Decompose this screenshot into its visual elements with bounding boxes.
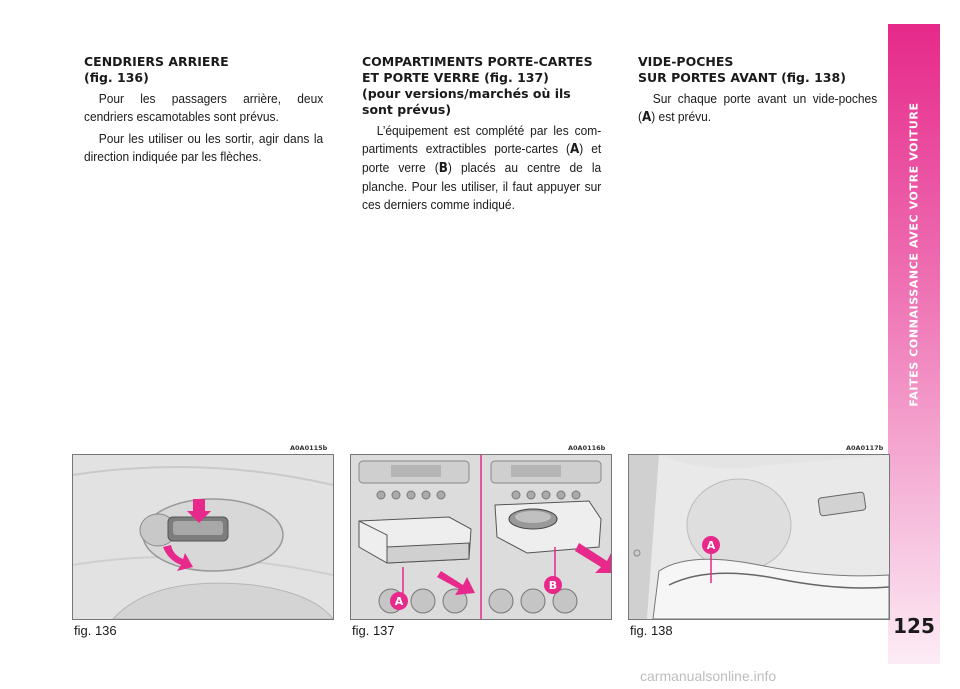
paragraph: Sur chaque porte avant un vide-poches (A… xyxy=(638,90,877,127)
section-map-cup-holders: COMPARTIMENTS PORTE-CARTES ET PORTE VERR… xyxy=(362,54,602,214)
heading-paren: ( xyxy=(84,70,90,85)
heading-line: SUR PORTES AVANT xyxy=(638,70,777,85)
section-door-pockets: VIDE-POCHES SUR PORTES AVANT (fig. 138) … xyxy=(638,54,878,127)
label-ref: A xyxy=(570,142,580,157)
callout-label-b: B xyxy=(549,579,557,592)
heading-paren: ) xyxy=(143,70,149,85)
section-rear-ashtrays: CENDRIERS ARRIERE (fig. 136) Pour les pa… xyxy=(84,54,324,166)
watermark: carmanualsonline.info xyxy=(640,668,777,684)
heading-line: COMPARTIMENTS PORTE-CARTES xyxy=(362,54,593,69)
text: L’équipement est complété par les com-pa… xyxy=(362,123,602,156)
heading-line: VIDE-POCHES xyxy=(638,54,734,69)
label-ref: B xyxy=(438,161,448,176)
figure-138-door-pocket: A xyxy=(628,454,890,620)
figure-code: A0A0117b xyxy=(846,444,884,452)
paragraph: Pour les passagers arrière, deux cendrie… xyxy=(84,91,324,124)
heading-fig-ref: (fig. 137) xyxy=(484,70,549,85)
text: Sur chaque porte avant un vide-poches ( xyxy=(638,91,878,124)
figure-code: A0A0115b xyxy=(290,444,328,452)
callout-label-a: A xyxy=(395,595,404,608)
section-heading: CENDRIERS ARRIERE (fig. 136) xyxy=(84,54,324,86)
chapter-title-text: FAITES CONNAISSANCE AVEC VOTRE VOITURE xyxy=(907,101,921,407)
figure-code: A0A0116b xyxy=(568,444,606,452)
figure-136-rear-ashtray xyxy=(72,454,334,620)
figure-137-center-console: A B xyxy=(350,454,612,620)
paragraph: L’équipement est complété par les com-pa… xyxy=(362,122,601,214)
page-number: 125 xyxy=(893,614,935,638)
text: ) et porte verre ( xyxy=(362,141,602,175)
text: ) est prévu. xyxy=(651,109,712,124)
text: ) placés au centre de la planche. Pour l… xyxy=(362,160,602,212)
heading-line: ET PORTE VERRE xyxy=(362,70,480,85)
heading-note: (pour versions/marchés où ils sont prévu… xyxy=(362,86,571,117)
chapter-sidebar: FAITES CONNAISSANCE AVEC VOTRE VOITURE xyxy=(888,24,940,664)
callout-label-a: A xyxy=(707,539,716,552)
section-heading: COMPARTIMENTS PORTE-CARTES ET PORTE VERR… xyxy=(362,54,602,118)
heading-fig-ref: fig. 136 xyxy=(89,70,144,85)
heading-fig-ref: (fig. 138) xyxy=(781,70,846,85)
figure-caption: fig. 138 xyxy=(630,623,673,638)
figure-caption: fig. 137 xyxy=(352,623,395,638)
figure-caption: fig. 136 xyxy=(74,623,117,638)
label-ref: A xyxy=(641,110,652,125)
paragraph: Pour les utiliser ou les sortir, agir da… xyxy=(84,131,324,164)
section-heading: VIDE-POCHES SUR PORTES AVANT (fig. 138) xyxy=(638,54,878,86)
chapter-title: FAITES CONNAISSANCE AVEC VOTRE VOITURE xyxy=(888,64,940,444)
heading-line: CENDRIERS ARRIERE xyxy=(84,54,229,69)
